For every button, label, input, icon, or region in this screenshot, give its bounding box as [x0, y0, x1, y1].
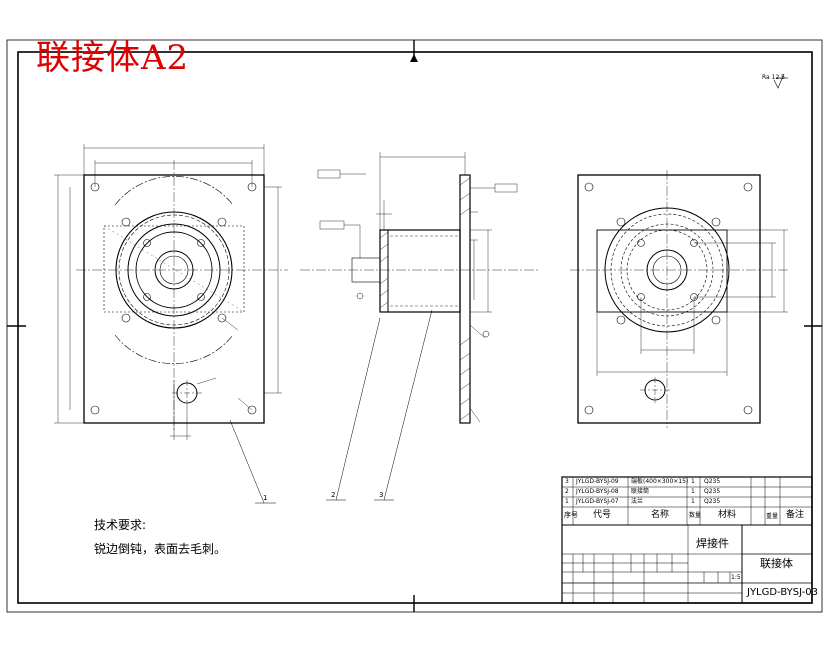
direction-arrow-top [410, 54, 418, 62]
row2-no: 2 [565, 488, 569, 495]
row2-code: JYLGD-BYSJ-08 [576, 488, 619, 495]
weldment-label: 焊接件 [696, 537, 729, 550]
right-view [570, 170, 790, 428]
middle-view [300, 152, 540, 501]
part-name: 联接体 [760, 557, 793, 570]
header-material: 材料 [718, 510, 737, 520]
row3-no: 3 [565, 478, 569, 485]
header-note: 备注 [786, 510, 805, 520]
row3-qty: 1 [691, 478, 695, 485]
row2-qty: 1 [691, 488, 695, 495]
row1-name: 法兰 [631, 498, 644, 505]
row2-name: 联接筒 [631, 488, 650, 495]
inner-frame [17, 51, 813, 604]
row1-material: Q235 [704, 498, 721, 505]
header-weight: 重量 [766, 513, 779, 520]
row1-no: 1 [565, 498, 569, 505]
part-label-1: 1 [263, 494, 268, 502]
row3-name: 端板(400×300×15) [631, 478, 689, 485]
title-block [561, 476, 813, 604]
header-name: 名称 [651, 510, 670, 520]
row3-material: Q235 [704, 478, 721, 485]
part-label-3: 3 [379, 491, 384, 499]
row1-code: JYLGD-BYSJ-07 [576, 498, 619, 505]
roughness-symbol [773, 73, 788, 89]
roughness-note: Ra 12.5 [762, 74, 785, 81]
header-qty: 数量 [689, 512, 702, 519]
header-code: 代号 [593, 510, 612, 520]
tech-requirements-title: 技术要求: [94, 518, 147, 532]
scale-value: 1:5 [731, 574, 741, 581]
tech-requirements-text: 锐边倒钝，表面去毛刺。 [94, 542, 227, 556]
row3-code: JYLGD-BYSJ-09 [576, 478, 619, 485]
part-label-2: 2 [331, 491, 336, 499]
row1-qty: 1 [691, 498, 695, 505]
left-view [54, 144, 288, 504]
row2-material: Q235 [704, 488, 721, 495]
drawing-number: JYLGD-BYSJ-03 [747, 587, 819, 598]
sheet-title: 联接体A2 [36, 38, 190, 78]
header-no: 序号 [564, 511, 578, 519]
